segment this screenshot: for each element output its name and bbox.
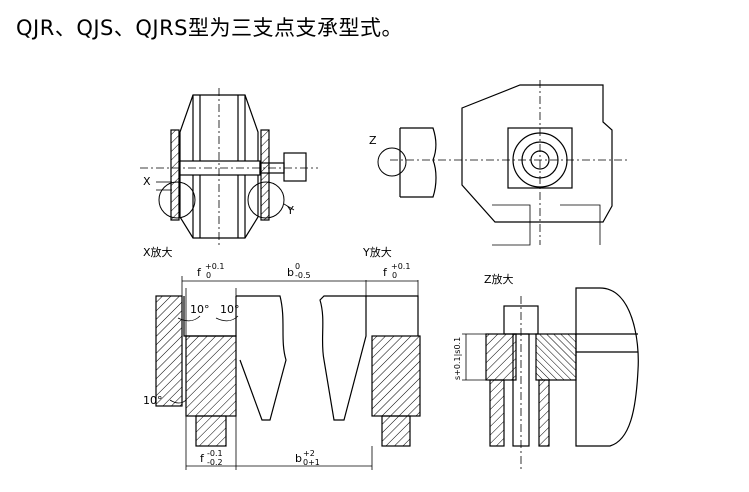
angle-label-2: 10° [220, 303, 240, 316]
detail-y-drawing [319, 280, 421, 447]
dim-f-top2-sub: 0 [392, 271, 397, 280]
detail-marker-x: X [143, 175, 151, 188]
dimension-lines-bottom [186, 446, 373, 470]
detail-z-circle [377, 147, 407, 177]
detail-x-drawing [155, 276, 287, 470]
assembly-front-view [140, 88, 318, 246]
dim-f-top-sup: +0.1 [205, 262, 224, 271]
dim-b-top-base: b [287, 266, 294, 279]
dim-s-vertical: s+0.1|s0.1 [453, 337, 462, 380]
dim-f-top2-base: f [383, 266, 388, 279]
detail-marker-z: Z [369, 134, 377, 147]
dim-f-top2-sup: +0.1 [391, 262, 410, 271]
dim-f-bot-sup: -0.1 [207, 449, 223, 458]
view-label-y: Y放大 [362, 245, 392, 259]
dim-f-bot-sub: -0.2 [207, 458, 223, 467]
angle-label-1: 10° [190, 303, 210, 316]
dim-b-bot-sub: 0+1 [303, 458, 320, 467]
dim-f-bot-base: f [200, 452, 205, 465]
dim-f-top-sub: 0 [206, 271, 211, 280]
detail-y-circle [247, 181, 285, 219]
angle-arcs [169, 315, 239, 404]
angle-label-3: 10° [143, 394, 163, 407]
dim-f-top-base: f [197, 266, 202, 279]
detail-marker-y: Y [286, 204, 294, 217]
view-label-x: X放大 [143, 245, 173, 259]
detail-x-circle [158, 181, 196, 219]
assembly-side-view [377, 80, 630, 246]
dim-b-top-sup: 0 [295, 262, 300, 271]
dim-b-top-sub: -0.5 [295, 271, 311, 280]
dim-b-bot-sup: +2 [303, 449, 315, 458]
dim-b-bot-base: b [295, 452, 302, 465]
detail-z-drawing [462, 287, 639, 470]
document-heading: QJR、QJS、QJRS型为三支点支承型式。 [16, 16, 404, 40]
view-label-z: Z放大 [484, 272, 514, 286]
